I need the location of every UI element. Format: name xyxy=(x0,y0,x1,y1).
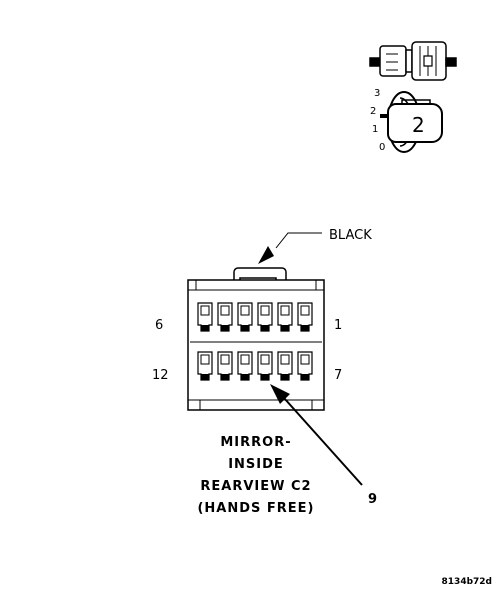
cavity-pin-2 xyxy=(277,302,293,332)
callout-pin-number: 9 xyxy=(368,492,378,507)
pin-label-7: 7 xyxy=(334,368,342,383)
key-position-number: 2 xyxy=(412,113,425,137)
connector-title-line-3: REARVIEW C2 xyxy=(200,479,311,494)
connector-title-line-1: MIRROR- xyxy=(220,435,291,450)
scale-number-1: 1 xyxy=(372,124,378,135)
cavity-pin-8 xyxy=(277,351,293,381)
cavity-row-top xyxy=(197,302,313,332)
connector-title-line-2: INSIDE xyxy=(228,457,284,472)
cavity-pin-5 xyxy=(217,302,233,332)
connector-title-line-4: (HANDS FREE) xyxy=(197,501,314,516)
key-position-icon: 3 2 1 0 2 xyxy=(370,88,443,153)
connector-plug-icon xyxy=(369,41,457,81)
cavity-pin-1 xyxy=(297,302,313,332)
pin-callout-leader xyxy=(283,397,363,486)
cavity-pin-4 xyxy=(237,302,253,332)
pin-callout-arrowhead xyxy=(270,384,290,404)
cavity-pin-12 xyxy=(197,351,213,381)
pin-label-12: 12 xyxy=(152,368,169,383)
cavity-pin-3 xyxy=(257,302,273,332)
cavity-pin-6 xyxy=(197,302,213,332)
wire-color-label: BLACK xyxy=(329,228,372,243)
pin-label-1: 1 xyxy=(334,318,342,333)
cavity-pin-7 xyxy=(297,351,313,381)
connector-body xyxy=(187,267,325,411)
scale-number-3: 3 xyxy=(374,88,380,99)
cavity-pin-10 xyxy=(237,351,253,381)
scale-number-2: 2 xyxy=(370,106,376,117)
scale-number-0: 0 xyxy=(379,142,385,153)
pin-label-6: 6 xyxy=(155,318,163,333)
figure-id: 8134b72d xyxy=(442,577,492,587)
cavity-pin-11 xyxy=(217,351,233,381)
color-leader-line xyxy=(275,232,322,249)
cavity-row-bottom xyxy=(197,351,313,381)
color-leader-arrowhead xyxy=(258,246,274,264)
cavity-pin-9 xyxy=(257,351,273,381)
